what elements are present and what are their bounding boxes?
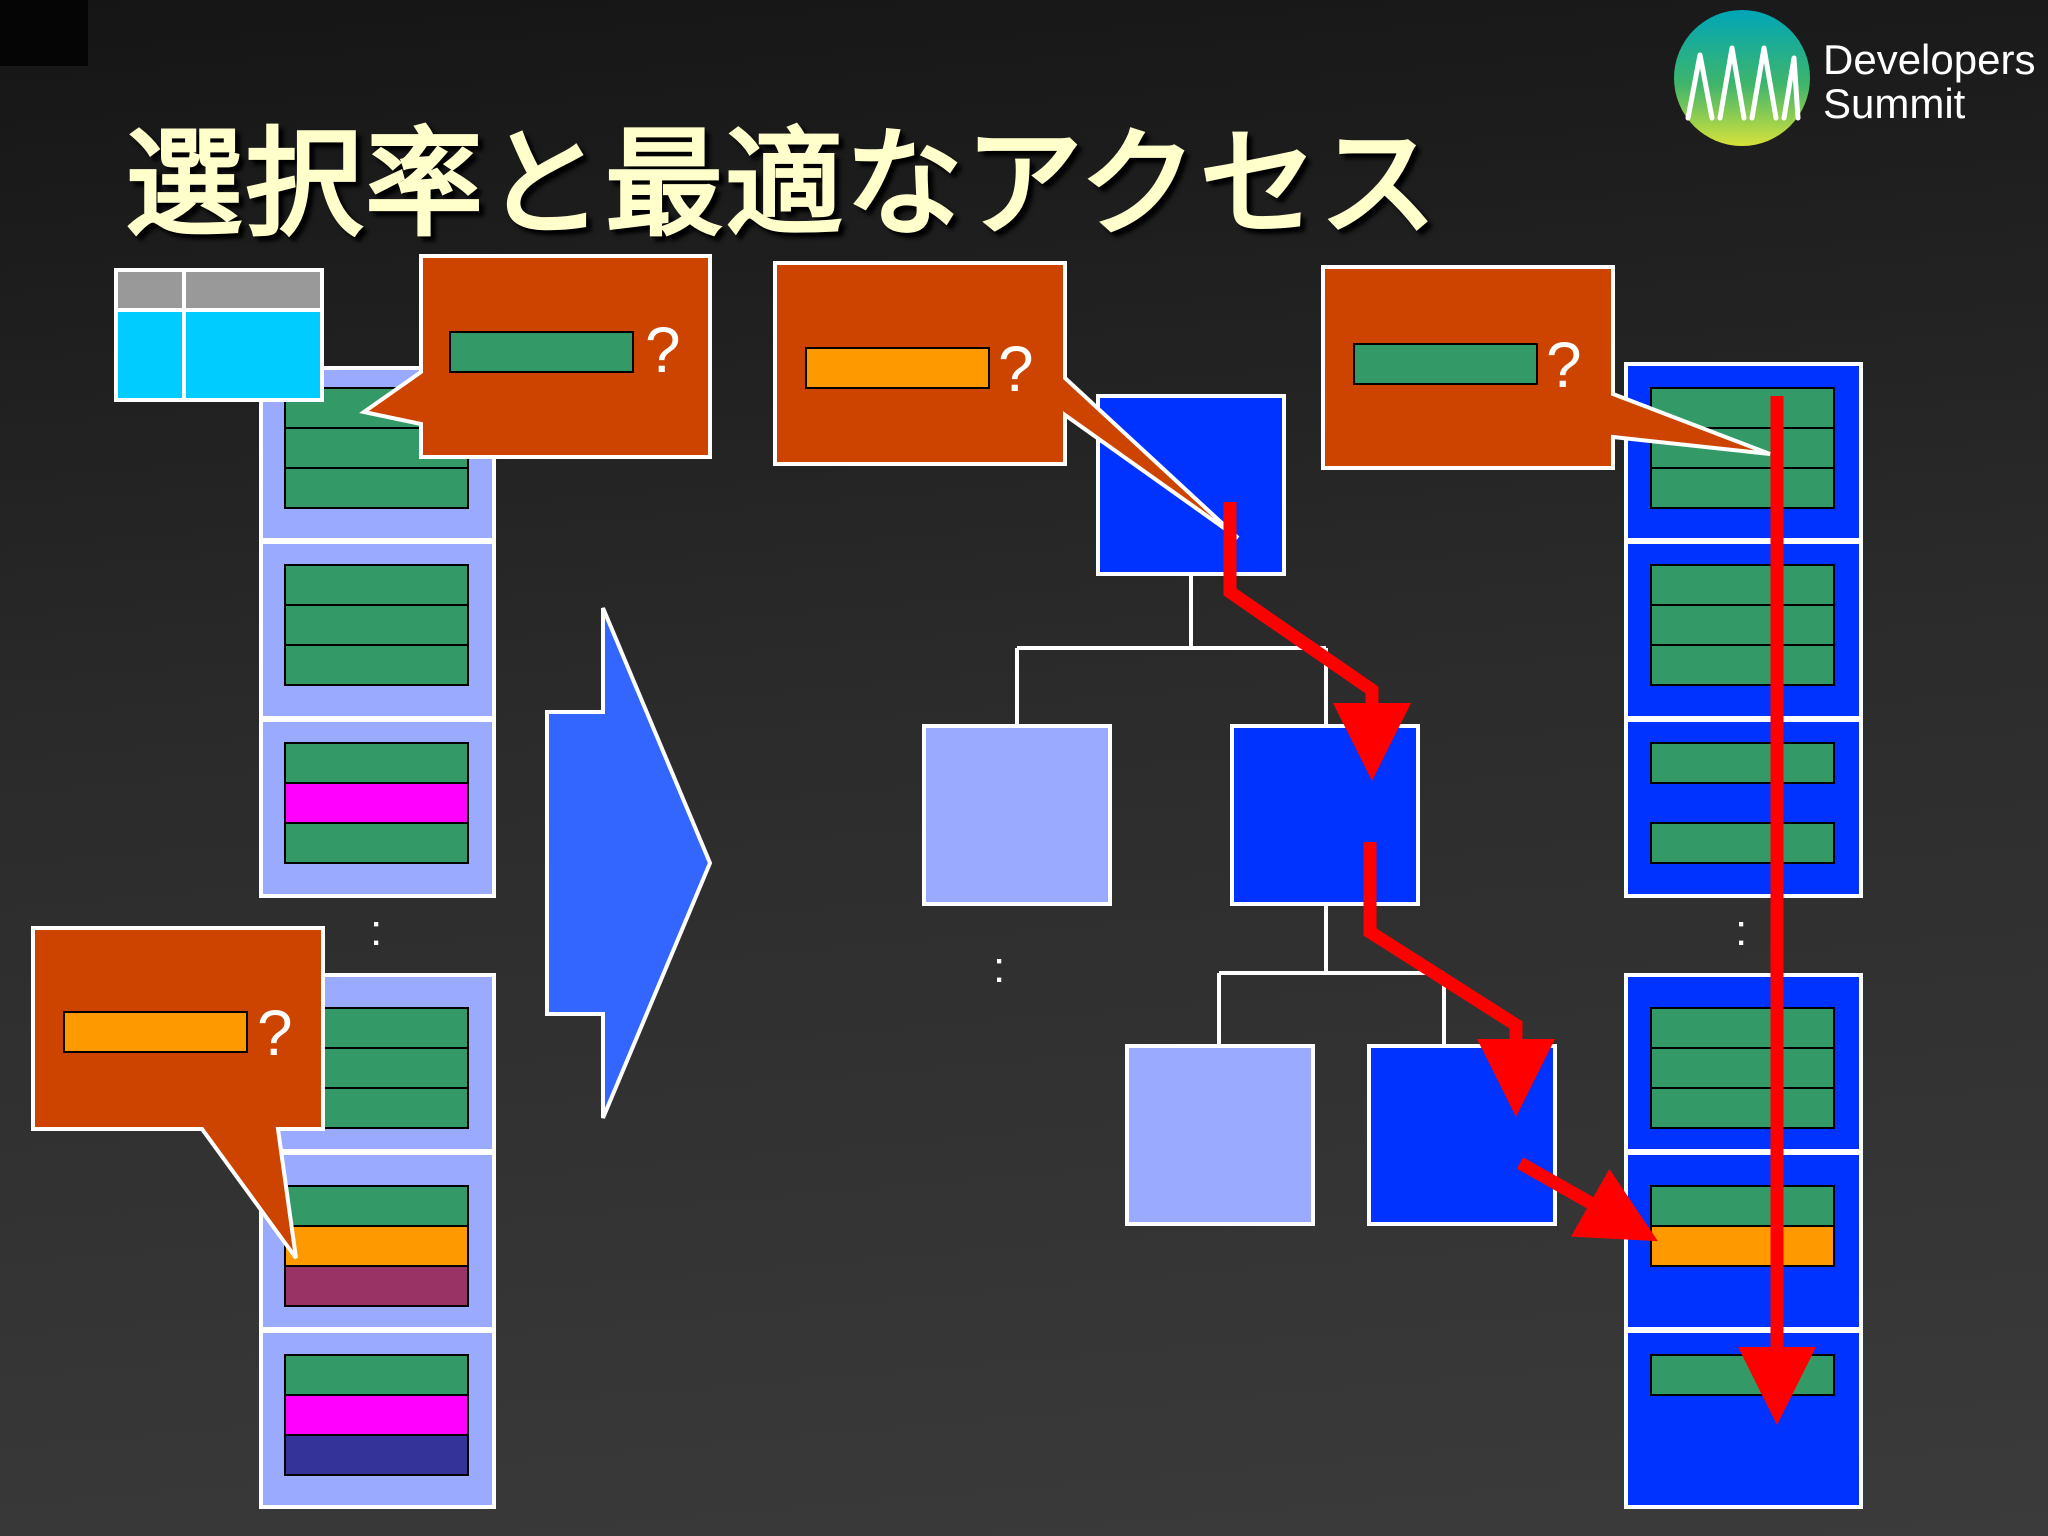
logo-line-summit: Summit [1823,80,1966,127]
question-mark: ? [1546,329,1582,401]
table-icon [114,268,324,402]
green-row [1650,467,1835,509]
green-row [284,604,469,646]
index-root-node [1096,394,1286,576]
callout-green-query-right: ? [1321,265,1771,470]
green-row [284,467,469,509]
green-row [284,644,469,686]
index-access-path [1223,502,1658,1242]
page-title: 選択率と最適なアクセス [125,115,1440,253]
green-row [1650,822,1835,864]
ellipsis-middle: : [993,943,1005,992]
green-row [1650,564,1835,606]
magenta-row [284,782,469,824]
big-right-arrow [545,607,713,1119]
navy-row [284,1434,469,1476]
green-query-bar [1353,343,1538,385]
green-row [284,822,469,864]
green-row [1650,742,1835,784]
green-row [284,1185,469,1227]
green-row [1650,1007,1835,1049]
plum-row [284,1265,469,1307]
index-branch-node-light [922,724,1112,906]
callout-green-query-left: ? [359,254,712,459]
green-row [1650,604,1835,646]
callout-orange-query-left: ? [31,926,325,1260]
path-segment-root-to-branch [1223,502,1411,781]
logo-text: Developers Summit [1823,38,2035,126]
green-row [1650,644,1835,686]
orange-row [1650,1225,1835,1267]
logo-line-developers: Developers [1823,36,2036,83]
index-leaf-node-light [1125,1044,1315,1226]
question-mark: ? [645,314,681,386]
question-mark: ? [257,997,293,1069]
green-row [1650,1354,1835,1396]
logo-peaks-icon [1685,45,1801,121]
orange-row [284,1225,469,1267]
developers-summit-logo [1674,10,1810,146]
orange-query-bar [63,1011,248,1053]
ellipsis-right: : [1735,906,1747,955]
corner-block [0,0,88,66]
green-row [284,1354,469,1396]
green-row [1650,1185,1835,1227]
index-branch-node [1230,724,1420,906]
orange-query-bar [805,347,990,389]
green-row [284,742,469,784]
green-row [284,564,469,606]
magenta-row [284,1394,469,1436]
question-mark: ? [998,333,1034,405]
callout-orange-query-middle: ? [773,261,1240,540]
green-row [1650,1047,1835,1089]
green-query-bar [449,331,634,373]
index-tree [922,394,1557,1226]
green-row [1650,1087,1835,1129]
path-segment-leaf-to-row [1516,1157,1658,1242]
ellipsis-left: : [370,906,382,955]
path-segment-branch-to-leaf [1363,842,1555,1117]
table-pages-right [1624,362,1863,1509]
index-leaf-node [1367,1044,1557,1226]
